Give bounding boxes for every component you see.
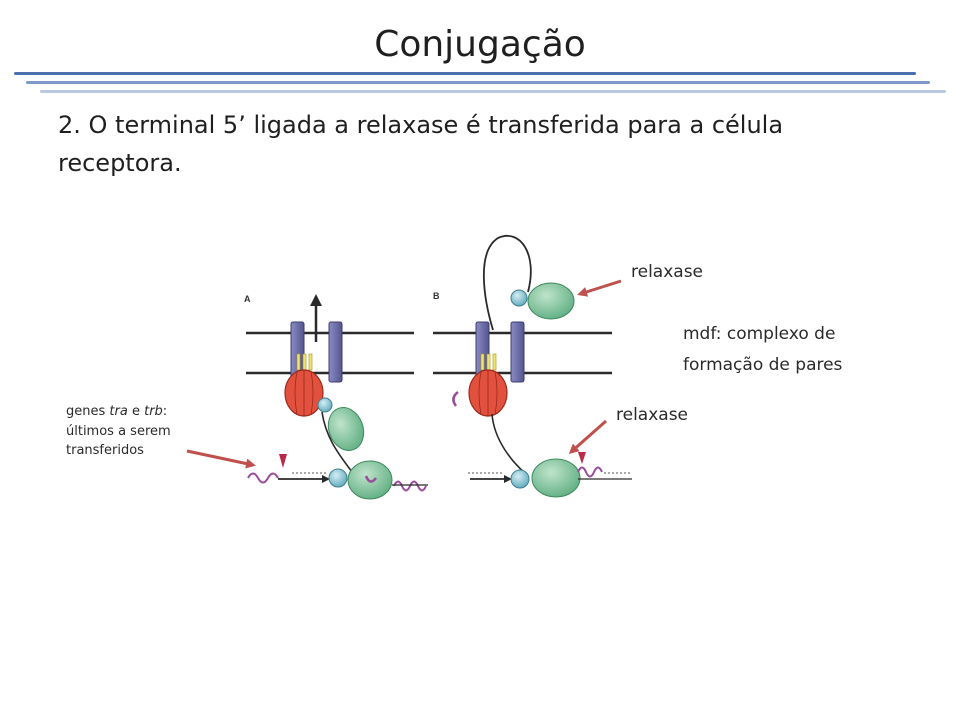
coupling-protein-lobes [294,370,314,416]
pointer-arrow-genes [186,449,256,469]
relaxase [531,458,581,498]
pointer-arrow-relaxase-top [577,279,622,297]
primase-small [317,397,333,413]
primase-small [510,469,530,489]
yellow-anchor [296,353,301,371]
slide-subtitle: 2. O terminal 5’ ligada a relaxase é tra… [58,111,784,177]
ssdna-strand [491,413,527,475]
relaxase [327,407,365,451]
label-genes-line1: genes tra e trb: [66,402,206,422]
coupling-protein-lobes [478,370,498,416]
transfer-gene-wave [577,466,603,478]
ssdna-strand [482,235,532,331]
label-genes-colon: : [162,404,168,419]
label-genes-line3: transferidos [66,443,144,458]
transfer-gene-wave [393,480,427,492]
relaxase-cleavage-mark [364,475,377,483]
label-genes-line2: últimos a serem [66,423,171,439]
label-relaxase-bottom: relaxase [616,405,689,425]
label-gene-trb: trb [144,404,163,419]
yellow-anchor [492,353,497,371]
primase-small [510,289,528,307]
nick-site [578,452,586,464]
label-genes-tra-trb: genes tra e trb: últimos a serem transfe… [66,402,206,461]
label-mdf-line2: formação de pares [683,355,843,375]
slide-title: Conjugação [374,24,586,65]
panel-a [246,294,428,500]
title-rule-2 [26,81,930,84]
panel-letter-b: B [433,291,440,301]
panel-letter-a: A [244,294,251,304]
panel-b [433,235,632,498]
nick-site [279,454,287,468]
title-rule-3 [40,90,946,93]
yellow-anchor [302,353,307,371]
label-genes-and: e [127,404,145,419]
transfer-gene-wave [247,472,279,484]
relaxase [527,282,575,320]
pointer-arrow-relaxase-bottom [568,419,607,454]
mating-pore-protein [328,321,343,383]
rotation-mark [452,391,459,407]
primase-small [328,468,348,488]
yellow-anchor [480,353,485,371]
title-rule-1 [14,72,916,75]
label-mdf-line1: mdf: complexo de [683,324,836,344]
yellow-anchor [308,353,313,371]
label-gene-tra: tra [109,404,128,419]
yellow-anchor [486,353,491,371]
mating-pore-protein [510,321,525,383]
label-genes-prefix: genes [66,404,110,419]
label-relaxase-top: relaxase [631,262,704,282]
